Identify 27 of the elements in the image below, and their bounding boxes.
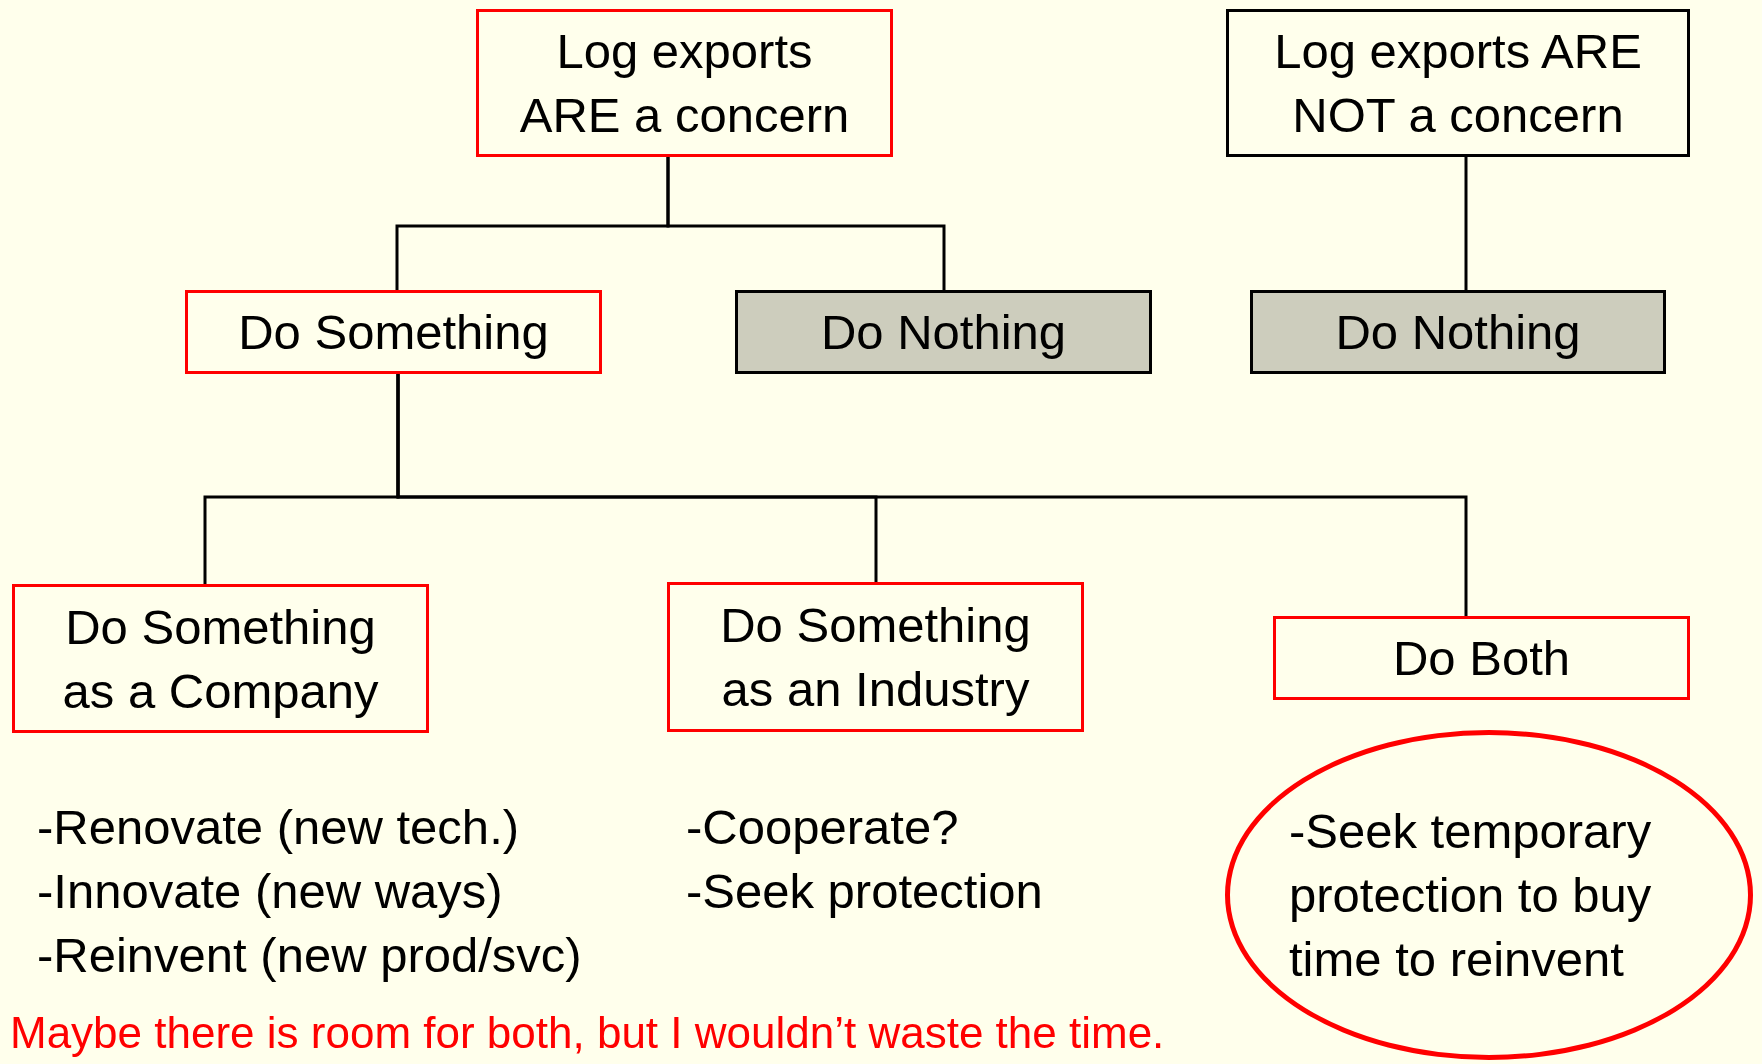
box-label: Log exports ARE a concern xyxy=(518,23,851,144)
box-label: Do Both xyxy=(1392,630,1571,687)
note-text: Maybe there is room for both, but I wouldn’t waste the time. xyxy=(10,1008,1165,1058)
box-label: Do Something as an Industry xyxy=(719,597,1032,718)
callout-text: -Seek temporary protection to buy time to reinvent xyxy=(1289,803,1653,988)
decision-box xyxy=(12,584,429,733)
box-label: Log exports ARE NOT a concern xyxy=(1273,23,1643,144)
tree-connector xyxy=(396,374,1468,616)
box-label: Do Nothing xyxy=(1335,304,1581,361)
box-label: Do Something as a Company xyxy=(61,598,380,720)
tree-connector xyxy=(666,157,946,290)
tree-connector xyxy=(1464,157,1468,290)
list-item: -Innovate (new ways) xyxy=(37,863,503,920)
decision-box xyxy=(667,582,1084,732)
decision-box xyxy=(1226,9,1690,157)
shaded-box xyxy=(735,290,1152,374)
list-item: -Seek protection xyxy=(686,863,1043,920)
ellipse-callout xyxy=(1225,730,1753,1060)
list-item: -Cooperate? xyxy=(686,799,959,856)
box-label: Do Something xyxy=(238,304,549,361)
box-label: Do Nothing xyxy=(820,304,1067,361)
decision-box xyxy=(476,9,893,157)
list-item: -Reinvent (new prod/svc) xyxy=(37,927,582,984)
list-item: -Renovate (new tech.) xyxy=(37,799,520,856)
shaded-box xyxy=(1250,290,1666,374)
decision-box xyxy=(1273,616,1690,700)
decision-box xyxy=(185,290,602,374)
